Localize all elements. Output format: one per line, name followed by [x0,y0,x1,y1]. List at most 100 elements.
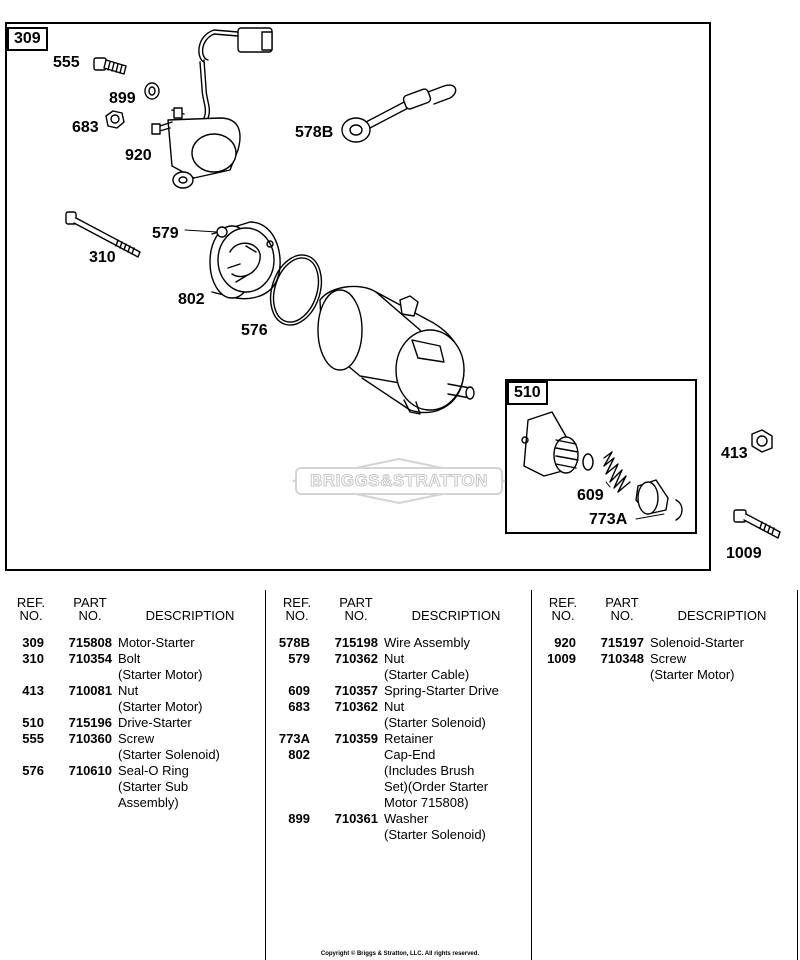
nut-413-drawing [751,429,773,453]
column-divider [531,590,532,960]
header-description: DESCRIPTION [677,608,767,623]
callout-578b: 578B [295,124,334,141]
solenoid-920-drawing [151,27,273,189]
part-number: 710357 [334,683,378,698]
part-description: Solenoid-Starter [650,635,744,650]
parts-row: 920 715197 Solenoid-Starter [532,635,797,651]
header-ref: NO. [551,608,575,623]
ref-number: 576 [22,763,44,778]
parts-row: 413 710081 Nut(Starter Motor) [0,683,265,715]
callout-310: 310 [89,249,116,266]
callout-609: 609 [577,487,604,504]
callout-1009: 1009 [726,545,762,562]
part-description: Set)(Order Starter [384,779,489,794]
callout-899: 899 [109,90,136,107]
part-description: Washer [384,811,429,826]
ref-number: 310 [22,651,44,666]
starter-motor-309-drawing [317,285,475,415]
callout-920: 920 [125,147,152,164]
ref-number: 802 [288,747,310,762]
part-description: Seal-O Ring [118,763,189,778]
header-part: NO. [344,608,368,623]
sub-assembly-ref-label: 510 [507,381,548,405]
washer-899-drawing [144,82,160,100]
part-description: Assembly) [118,795,179,810]
part-number: 710348 [600,651,644,666]
part-number: 710361 [334,811,378,826]
nut-683-drawing [105,110,125,129]
part-description: Screw [650,651,687,666]
header-part: NO. [78,608,102,623]
callout-576: 576 [241,322,268,339]
part-description: (Starter Motor) [650,667,735,682]
ref-number: 309 [22,635,44,650]
bolt-310-drawing [65,211,141,258]
header-ref: NO. [285,608,309,623]
part-number: 710362 [334,699,378,714]
part-description: Retainer [384,731,434,746]
part-description: (Starter Solenoid) [384,715,486,730]
part-description: (Starter Motor) [118,667,203,682]
brand-watermark: BRIGGS&STRATTON [292,457,506,505]
header-ref: REF. [548,595,578,610]
screw-555-drawing [93,57,127,75]
header-part: PART [339,595,373,610]
drive-starter-510-drawing [521,411,579,477]
ref-number: 413 [22,683,44,698]
part-number: 715197 [600,635,644,650]
part-description: Bolt [118,651,141,666]
ref-number: 899 [288,811,310,826]
wire-assembly-578b-drawing [341,84,457,143]
callout-413: 413 [721,445,748,462]
watermark-text: BRIGGS&STRATTON [310,471,488,491]
ref-number: 578B [278,635,310,650]
part-description: Nut [384,651,405,666]
o-ring-576-drawing [269,254,323,326]
header-ref: REF. [16,595,46,610]
parts-row: 683 710362 Nut(Starter Solenoid) [266,699,531,731]
part-number: 710354 [68,651,112,666]
part-number: 715198 [334,635,378,650]
ref-number: 773A [278,731,310,746]
callout-555: 555 [53,54,80,71]
column-divider [265,590,266,960]
part-description: Cap-End [384,747,436,762]
ref-number: 579 [288,651,310,666]
part-description: (Starter Motor) [118,699,203,714]
callout-802: 802 [178,291,205,308]
column-divider [797,590,798,960]
drive-subassembly-frame [505,379,697,534]
callout-579: 579 [152,225,179,242]
parts-row: 310 710354 Bolt(Starter Motor) [0,651,265,683]
parts-diagram-frame [5,22,711,571]
ref-number: 683 [288,699,310,714]
ref-number: 555 [22,731,44,746]
header-ref: REF. [282,595,312,610]
part-description: Motor-Starter [118,635,195,650]
header-part: PART [73,595,107,610]
ref-number: 1009 [547,651,576,666]
end-cap-802-drawing [209,221,281,300]
part-description: (Starter Solenoid) [118,747,220,762]
retainer-773a-drawing [635,479,669,515]
callout-773a: 773A [589,511,628,528]
part-description: Drive-Starter [118,715,192,730]
part-number: 710081 [68,683,112,698]
part-description: Nut [384,699,405,714]
part-number: 710610 [68,763,112,778]
ref-number: 609 [288,683,310,698]
ref-number: 920 [554,635,576,650]
copyright-notice: Copyright © Briggs & Stratton, LLC. All … [320,951,480,957]
part-description: Nut [118,683,139,698]
